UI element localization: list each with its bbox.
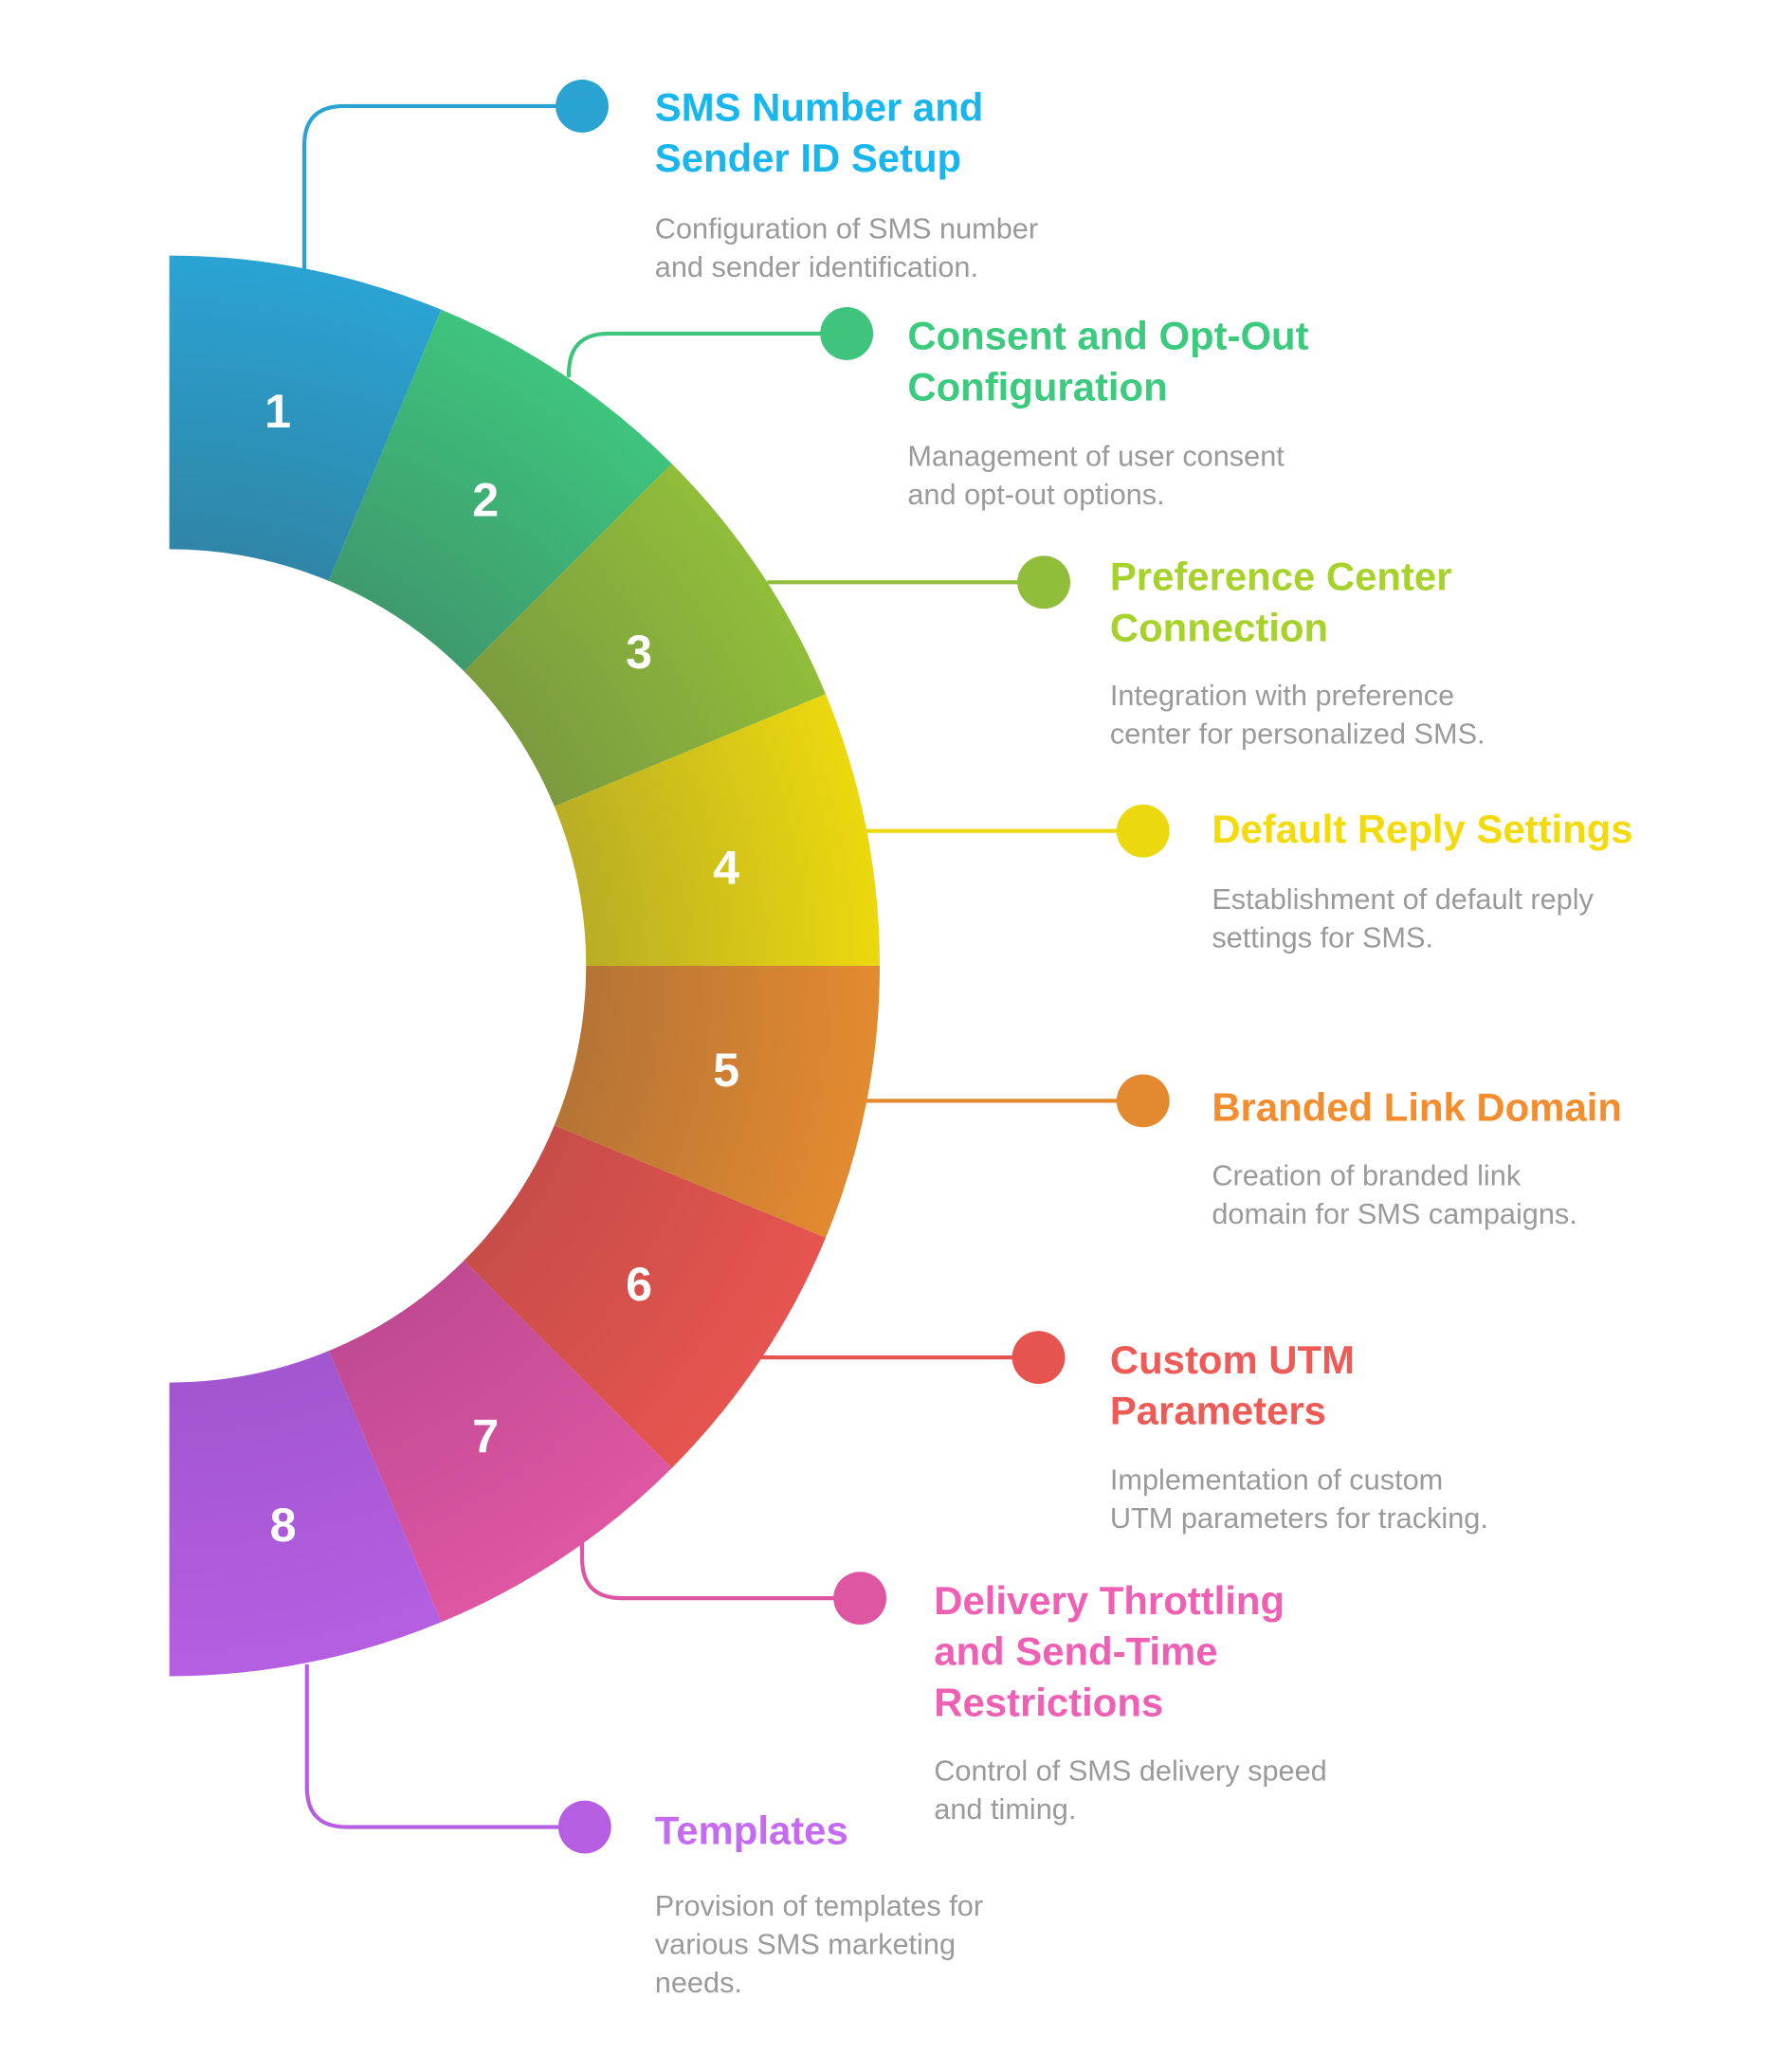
connector-dot <box>1017 555 1071 609</box>
connector-line <box>579 1541 861 1601</box>
step-description: and timing. <box>934 1792 1076 1826</box>
step-description: Configuration of SMS number <box>655 211 1038 245</box>
step-description: Management of user consent <box>907 440 1285 473</box>
segment-2 <box>328 309 672 672</box>
connector-dot <box>833 1572 887 1626</box>
segment-4 <box>554 694 881 967</box>
step-title: Consent and Opt-Out <box>907 314 1308 358</box>
segment-7 <box>328 1260 672 1623</box>
step-title: Restrictions <box>934 1680 1163 1724</box>
segment-number: 8 <box>270 1499 297 1552</box>
step-description: Creation of branded link <box>1212 1159 1521 1192</box>
step-title: Branded Link Domain <box>1212 1084 1622 1129</box>
step-description: Control of SMS delivery speed <box>934 1754 1326 1788</box>
step-description: needs. <box>655 1966 742 1999</box>
step-description: settings for SMS. <box>1212 920 1433 954</box>
step-description: Implementation of custom <box>1110 1463 1443 1497</box>
step-description: Integration with preference <box>1110 679 1454 712</box>
segment-number: 6 <box>626 1258 652 1311</box>
segment-number: 3 <box>626 626 652 679</box>
step-title: Templates <box>655 1808 848 1853</box>
segment-5 <box>554 966 881 1238</box>
segment-3 <box>464 463 826 807</box>
connector-dot <box>1011 1331 1066 1385</box>
step-title: SMS Number and <box>655 84 984 129</box>
connector-line <box>566 331 847 378</box>
segment-number: 2 <box>472 474 499 527</box>
connector-line <box>301 103 583 269</box>
connector-line <box>304 1663 585 1829</box>
step-description: Provision of templates for <box>655 1889 983 1922</box>
segment-6 <box>464 1125 826 1468</box>
segment-number: 5 <box>713 1044 739 1097</box>
step-title: and Send-Time <box>934 1629 1217 1674</box>
step-description: center for personalized SMS. <box>1110 718 1485 751</box>
connectors <box>301 80 1170 1854</box>
connector-dot <box>820 307 874 360</box>
step-title: Preference Center <box>1110 554 1452 599</box>
connector-dot <box>1116 804 1170 858</box>
segment-number: 1 <box>264 385 291 438</box>
segment-1 <box>169 255 442 581</box>
step-title: Default Reply Settings <box>1212 807 1632 851</box>
connector-dot <box>557 1800 611 1854</box>
step-description: and opt-out options. <box>907 478 1164 511</box>
step-title: Configuration <box>907 364 1167 409</box>
step-title: Custom UTM <box>1110 1337 1355 1382</box>
segment-number: 4 <box>713 842 739 895</box>
step-description: UTM parameters for tracking. <box>1110 1501 1488 1535</box>
step-description: Establishment of default reply <box>1212 882 1594 916</box>
step-description: and sender identification. <box>655 250 978 283</box>
step-title: Sender ID Setup <box>655 136 961 180</box>
step-title: Delivery Throttling <box>934 1578 1285 1623</box>
connector-dot <box>556 80 609 133</box>
step-description: domain for SMS campaigns. <box>1212 1197 1576 1230</box>
segment-8 <box>169 1351 442 1677</box>
ring-segments: 1 2 3 4 5 6 7 8 <box>169 255 881 1677</box>
step-title: Connection <box>1110 605 1328 649</box>
step-title: Parameters <box>1110 1389 1326 1433</box>
segment-number: 7 <box>472 1410 499 1463</box>
step-description: various SMS marketing <box>655 1928 956 1961</box>
connector-dot <box>1116 1074 1170 1128</box>
